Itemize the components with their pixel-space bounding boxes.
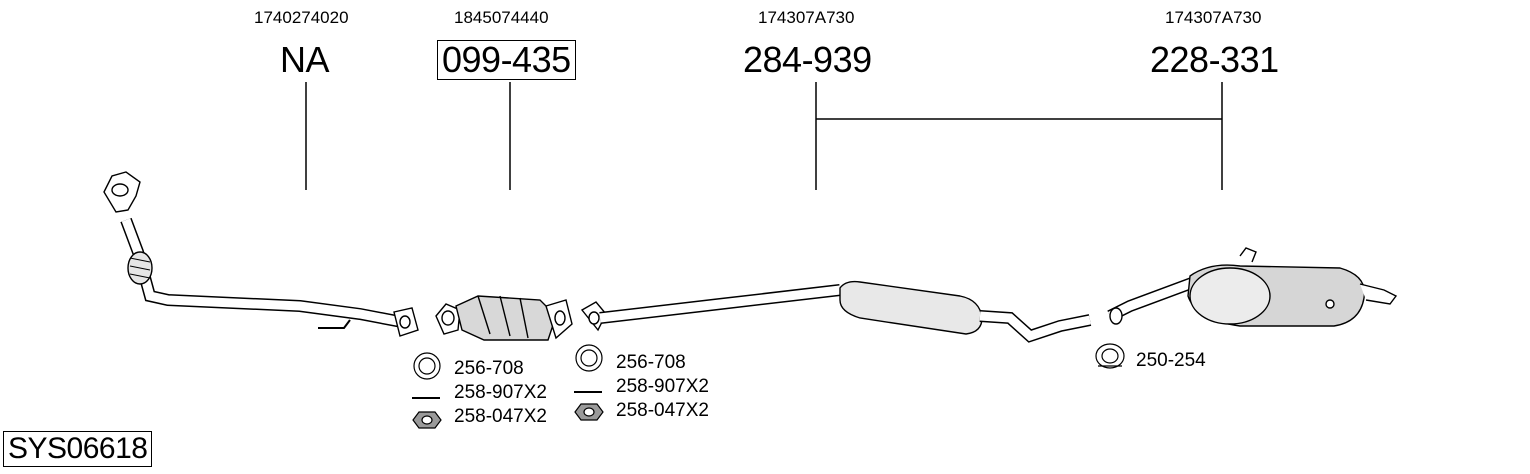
fitting-icons-left bbox=[412, 352, 442, 429]
rear-silencer bbox=[1107, 247, 1398, 327]
catalytic-converter bbox=[435, 295, 573, 341]
middle-pipe-silencer bbox=[580, 280, 1092, 343]
front-pipe bbox=[103, 171, 419, 337]
system-code-label: SYS06618 bbox=[3, 431, 153, 467]
fitting-icons-right bbox=[1095, 343, 1125, 369]
fitting-mid-nut[interactable]: 258-047X2 bbox=[616, 400, 709, 421]
fitting-right-clamp[interactable]: 250-254 bbox=[1136, 350, 1206, 371]
oe-number-4: 174307A730 bbox=[1165, 8, 1262, 27]
part-number-middle-silencer[interactable]: 284-939 bbox=[743, 39, 872, 80]
part-number-na[interactable]: NA bbox=[280, 39, 330, 80]
fitting-left-nut[interactable]: 258-047X2 bbox=[454, 406, 547, 427]
fitting-left-bolt[interactable]: 258-907X2 bbox=[454, 382, 547, 403]
oe-number-2: 1845074440 bbox=[454, 8, 549, 27]
fitting-mid-gasket[interactable]: 256-708 bbox=[616, 352, 686, 373]
fitting-left-gasket[interactable]: 256-708 bbox=[454, 358, 524, 379]
fitting-mid-bolt[interactable]: 258-907X2 bbox=[616, 376, 709, 397]
fitting-icons-mid bbox=[574, 344, 604, 421]
oe-number-1: 1740274020 bbox=[254, 8, 349, 27]
part-number-catalytic-converter[interactable]: 099-435 bbox=[437, 40, 576, 80]
oe-number-3: 174307A730 bbox=[758, 8, 855, 27]
part-number-rear-silencer[interactable]: 228-331 bbox=[1150, 39, 1279, 80]
